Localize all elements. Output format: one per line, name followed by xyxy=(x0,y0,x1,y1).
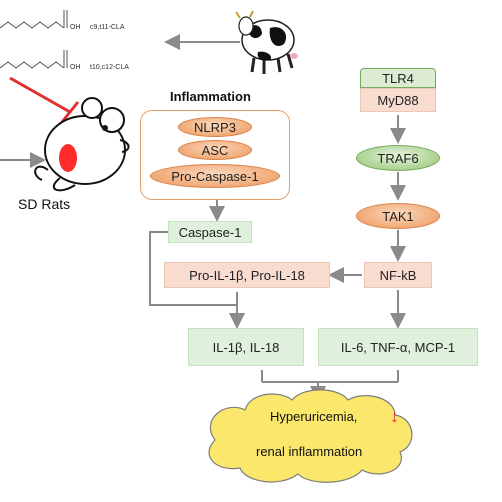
down-arrow-icon: ↓ xyxy=(390,406,399,426)
inflammation-title: Inflammation xyxy=(170,89,251,104)
molecule-structure-1 xyxy=(0,10,68,29)
nlrp3-node: NLRP3 xyxy=(178,117,252,137)
outcome-line2: renal inflammation xyxy=(256,444,363,459)
cow-icon xyxy=(235,10,298,74)
molecule-structure-2 xyxy=(0,50,68,69)
rats-label: SD Rats xyxy=(18,196,71,212)
cla1-name: c9,t11-CLA xyxy=(90,24,125,31)
outcome-cloud xyxy=(208,389,413,483)
cytokines-node: IL-6, TNF-α, MCP-1 xyxy=(318,328,478,366)
outcome-line1: Hyperuricemia, xyxy=(270,409,358,424)
tak1-node: TAK1 xyxy=(356,203,440,229)
pro-caspase-node: Pro-Caspase-1 xyxy=(150,164,280,188)
rat-icon xyxy=(34,97,130,192)
tlr4-node: TLR4 xyxy=(360,68,436,88)
inhibit-line xyxy=(9,76,71,114)
asc-node: ASC xyxy=(178,140,252,160)
il-output-node: IL-1β, IL-18 xyxy=(188,328,304,366)
inhibit-bar xyxy=(60,101,80,123)
cla2-oh-label: OH xyxy=(70,64,81,71)
nfkb-node: NF-kB xyxy=(364,262,432,288)
myd88-node: MyD88 xyxy=(360,88,436,112)
pro-il-node: Pro-IL-1β, Pro-IL-18 xyxy=(164,262,330,288)
cla1-oh-label: OH xyxy=(70,24,81,31)
traf6-node: TRAF6 xyxy=(356,145,440,171)
cla2-name: t10,c12-CLA xyxy=(90,64,129,71)
caspase1-node: Caspase-1 xyxy=(168,221,252,243)
